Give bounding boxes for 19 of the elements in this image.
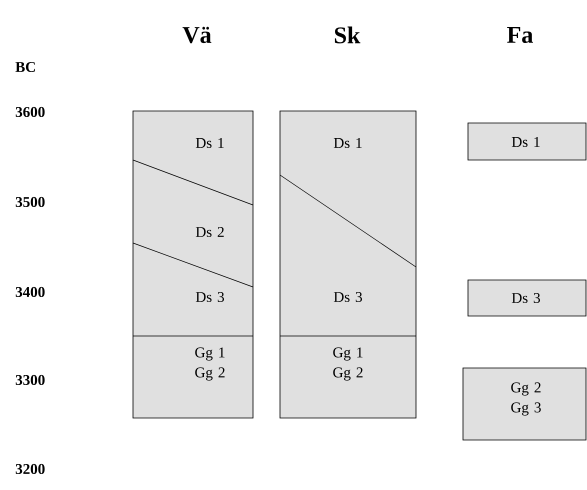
column-heading: Fa: [507, 27, 533, 43]
period-label: Gg 1 Gg 2: [195, 347, 225, 381]
axis-label: 3200: [16, 464, 45, 474]
column-heading: Vä: [182, 26, 212, 44]
period-label: Ds 1: [512, 136, 540, 147]
period-label: Ds 3: [512, 292, 540, 304]
period-label: Gg 1 Gg 2: [333, 347, 363, 381]
period-label: Ds 2: [196, 226, 224, 238]
axis-label: 3600: [16, 106, 45, 118]
period-label: Ds 1: [196, 138, 224, 148]
column-heading: Sk: [334, 26, 360, 44]
period-label: Gg 2 Gg 3: [511, 382, 541, 416]
axis-label: 3300: [16, 374, 45, 386]
axis-label: 3400: [16, 286, 45, 298]
period-label: Ds 1: [334, 138, 362, 148]
period-label: Ds 3: [334, 292, 362, 302]
period-label: Ds 3: [196, 292, 224, 302]
axis-label: 3500: [16, 196, 45, 208]
axis-label: BC: [15, 62, 35, 72]
